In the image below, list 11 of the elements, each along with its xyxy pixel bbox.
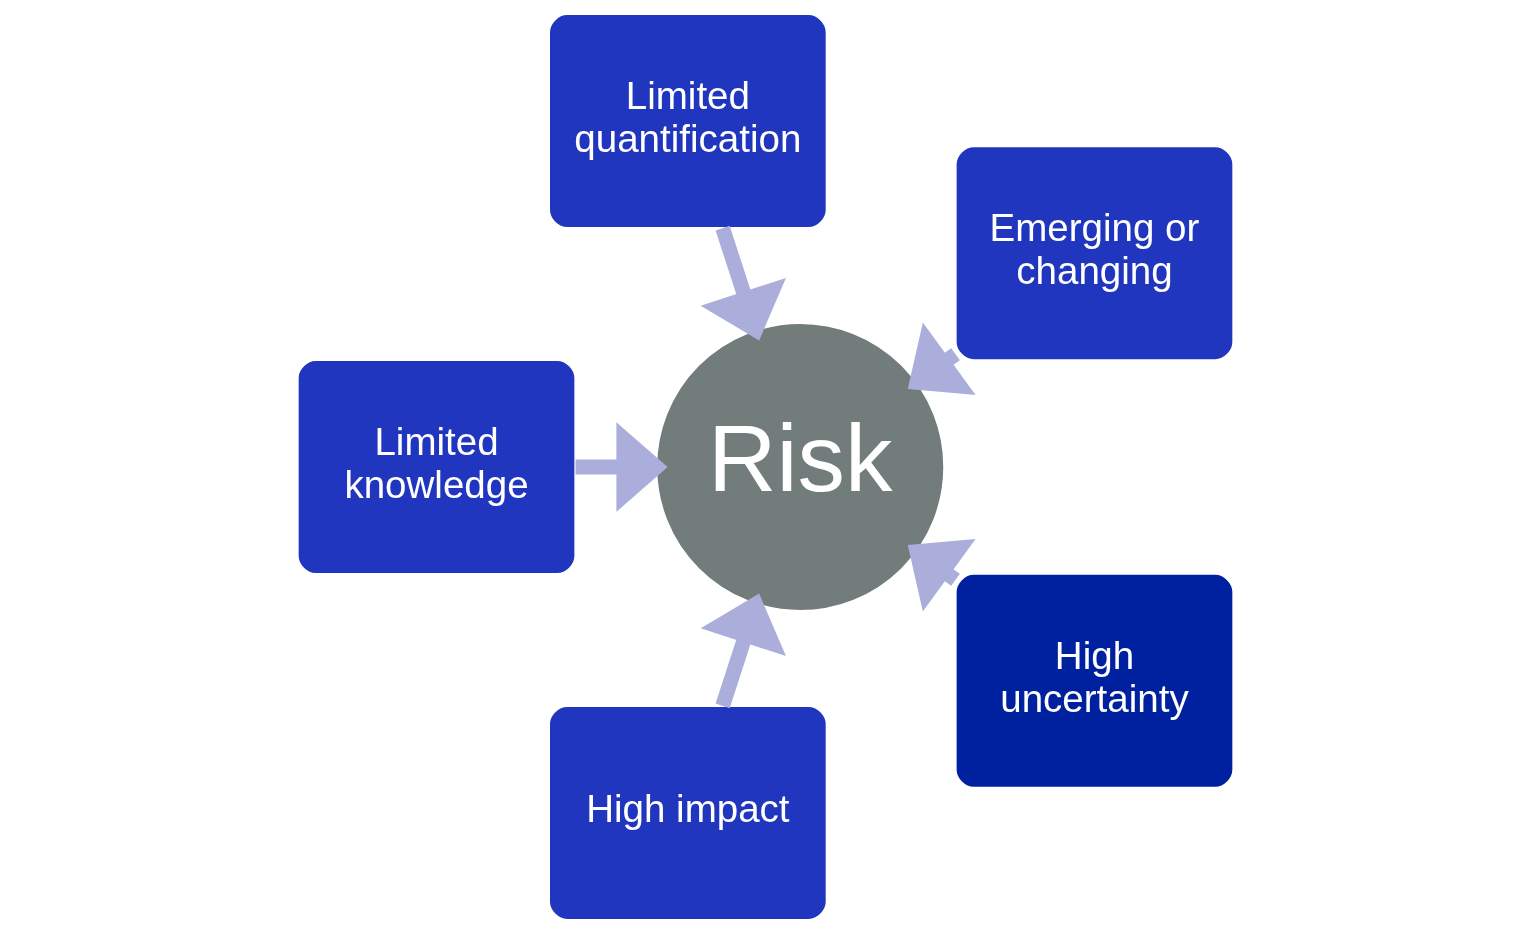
arrow <box>575 422 668 512</box>
node-box: Limited quantification <box>548 13 827 229</box>
node-box: High impact <box>548 705 827 921</box>
arrow <box>700 593 786 709</box>
arrow <box>907 538 976 612</box>
arrow <box>700 225 786 341</box>
node-box: Limited knowledge <box>296 359 576 575</box>
node-box: Emerging or changing <box>954 145 1234 361</box>
node-box: High uncertainty <box>954 573 1234 789</box>
arrow <box>907 322 976 396</box>
node-circle: Risk <box>655 322 945 612</box>
